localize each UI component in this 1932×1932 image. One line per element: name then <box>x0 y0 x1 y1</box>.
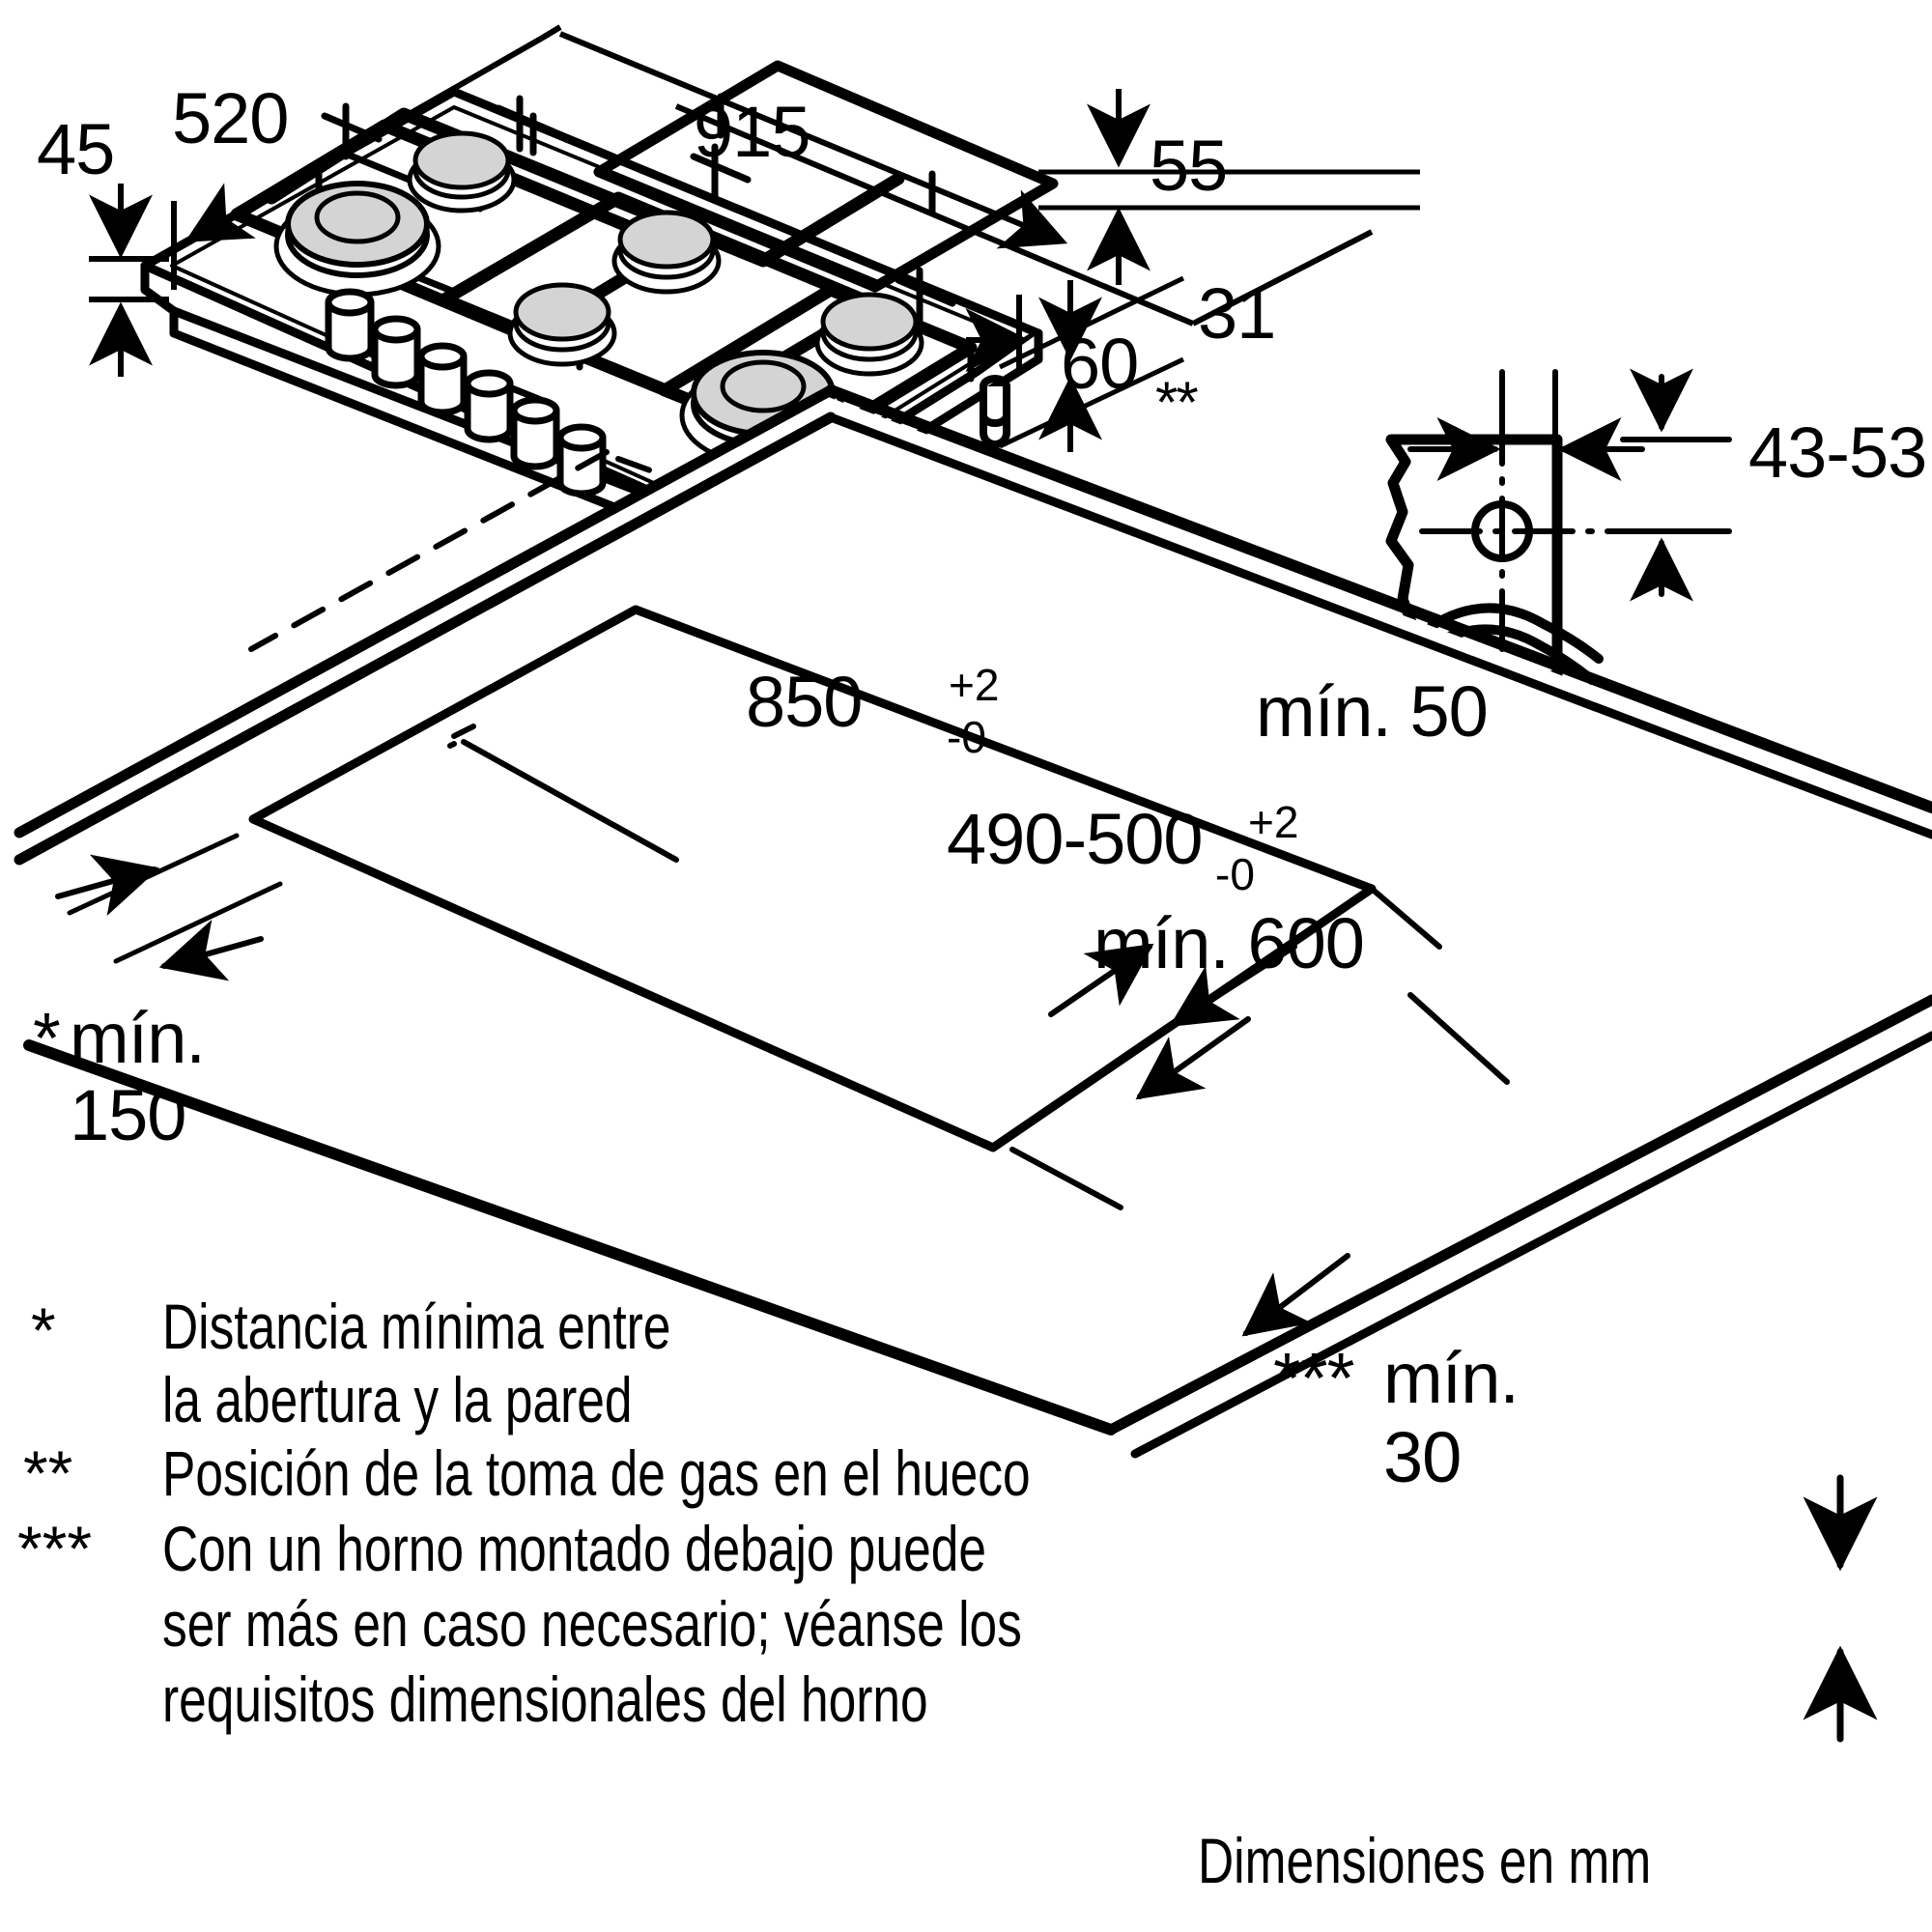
control-knob <box>417 342 468 416</box>
dimension-label-min-50: mín. 50 <box>1256 671 1489 752</box>
dimension-label-min-30-value: 30 <box>1383 1417 1462 1497</box>
dimension-label-min-600: mín. 600 <box>1094 903 1365 983</box>
burner-rear-left <box>273 181 441 298</box>
dimension-label-55: 55 <box>1150 126 1228 206</box>
burner-front-centre <box>507 282 617 367</box>
dimension-label-60: 60 <box>1061 324 1139 404</box>
footnote-marker-one-star-left: * <box>33 998 61 1078</box>
footnote-marker-1: * <box>31 1294 56 1366</box>
dimension-label-850-tol-minus: -0 <box>947 712 986 762</box>
footnote-marker-2: ** <box>23 1437 73 1509</box>
gas-pipe-stub <box>980 375 1010 448</box>
control-knobs <box>325 288 607 497</box>
burner-centre <box>611 210 722 295</box>
burner-rear-centre <box>407 130 517 213</box>
dim-915 <box>558 31 1374 327</box>
dim-43-53 <box>1620 368 1732 602</box>
footnote-marker-three-star-right: *** <box>1273 1338 1354 1418</box>
units-caption: Dimensiones en mm <box>1198 1825 1652 1896</box>
dimension-label-850: 850 <box>746 662 863 742</box>
footnote-marker-two-star-detail: ** <box>1155 370 1199 435</box>
dim-490-500 <box>1009 886 1442 1210</box>
hob-dimension-lines <box>89 24 1420 452</box>
dimension-label-31: 31 <box>1198 273 1276 354</box>
dimension-label-min-150-value: 150 <box>70 1075 186 1155</box>
footnote-3-line-2: ser más en caso necesario; véanse los <box>162 1588 1022 1660</box>
footnote-2-line-1: Posición de la toma de gas en el hueco <box>162 1437 1031 1509</box>
dim-520 <box>171 24 562 290</box>
worktop-illustration <box>14 384 1932 1743</box>
dim-850-arrows <box>447 741 457 749</box>
burner-right <box>814 292 924 377</box>
dim-min600 <box>1241 992 1510 1337</box>
dim-45 <box>89 184 169 377</box>
dimension-label-min-30-word: mín. <box>1383 1338 1520 1418</box>
dimension-label-490-500-tol-minus: -0 <box>1215 849 1255 899</box>
dim-min150 <box>55 833 283 981</box>
dimension-label-915: 915 <box>694 92 810 172</box>
footnote-3-line-3: requisitos dimensionales del horno <box>162 1663 928 1735</box>
footnote-1-line-1: Distancia mínima entre <box>162 1291 671 1362</box>
control-knob <box>371 315 421 389</box>
dim-850 <box>451 724 1297 1027</box>
dimension-label-490-500-tol-plus: +2 <box>1248 797 1299 847</box>
control-knob <box>556 423 607 497</box>
dimension-label-45: 45 <box>37 109 115 189</box>
footnote-1-line-2: la abertura y la pared <box>162 1364 633 1435</box>
dimension-label-850-tol-plus: +2 <box>949 660 1000 710</box>
control-knob <box>510 396 560 470</box>
dimension-label-43-53: 43-53 <box>1748 412 1927 493</box>
dim-55 <box>1038 89 1420 285</box>
footnote-marker-3: *** <box>17 1513 93 1584</box>
control-knob <box>325 288 375 362</box>
footnote-3-line-1: Con un horno montado debajo puede <box>162 1513 986 1584</box>
dim-31-extensions <box>1499 369 1558 438</box>
dimension-label-490-500: 490-500 <box>947 799 1204 879</box>
dimension-label-520: 520 <box>172 78 289 158</box>
control-knob <box>464 369 514 443</box>
dimension-label-min-150-word: mín. <box>70 998 206 1078</box>
